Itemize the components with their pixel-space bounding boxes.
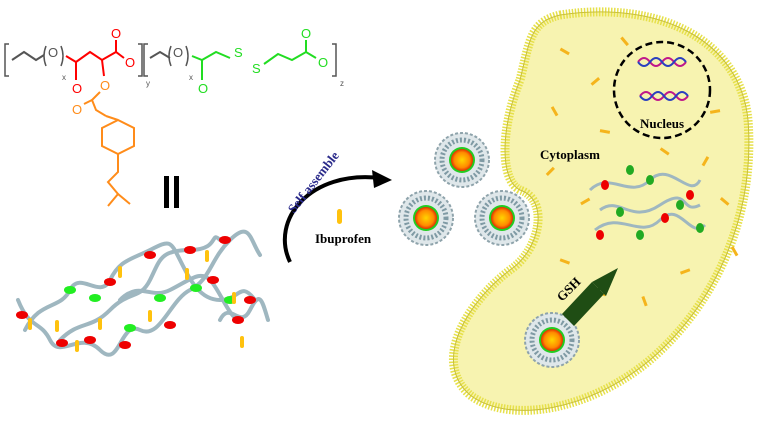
chemistry-oxygen: O [72, 81, 82, 96]
ibuprofen-icon [337, 209, 342, 224]
hydrophobic-segments [16, 236, 256, 352]
self-assemble-arrow: Self assemble Ibuprofen [283, 148, 392, 263]
chemistry-oxygen: O [125, 55, 135, 70]
chemistry-sulfur: S [234, 45, 243, 60]
chemistry-oxygen: O [72, 102, 82, 117]
chemistry-oxygen: O [301, 26, 311, 41]
chemistry-oxygen: O [48, 45, 58, 60]
polymer-chemical-structure: O x O O O y O x O S S O O z O O [4, 26, 344, 207]
chemistry-sub_z: z [340, 79, 344, 88]
released-segments [596, 165, 704, 240]
polymer-chains [16, 229, 270, 357]
chemistry-sub_x: x [189, 73, 193, 82]
chemistry-oxygen: O [100, 78, 110, 93]
labels-cytoplasm: Cytoplasm [540, 147, 600, 162]
chemistry-oxygen: O [173, 45, 183, 60]
chemistry-oxygen: O [198, 81, 208, 96]
dna-helix-icon [637, 57, 689, 101]
chemistry-sub_x: x [62, 73, 66, 82]
chemistry-sub_y: y [146, 79, 150, 88]
structure-brackets [4, 43, 337, 77]
chemistry-oxygen: O [318, 55, 328, 70]
chemistry-oxygen: O [111, 26, 121, 41]
chemistry-sulfur: S [252, 61, 261, 76]
nucleus: Nucleus [612, 40, 712, 140]
labels-nucleus: Nucleus [640, 116, 684, 131]
equals-sign [164, 176, 179, 208]
labels-ibuprofen: Ibuprofen [315, 231, 372, 246]
